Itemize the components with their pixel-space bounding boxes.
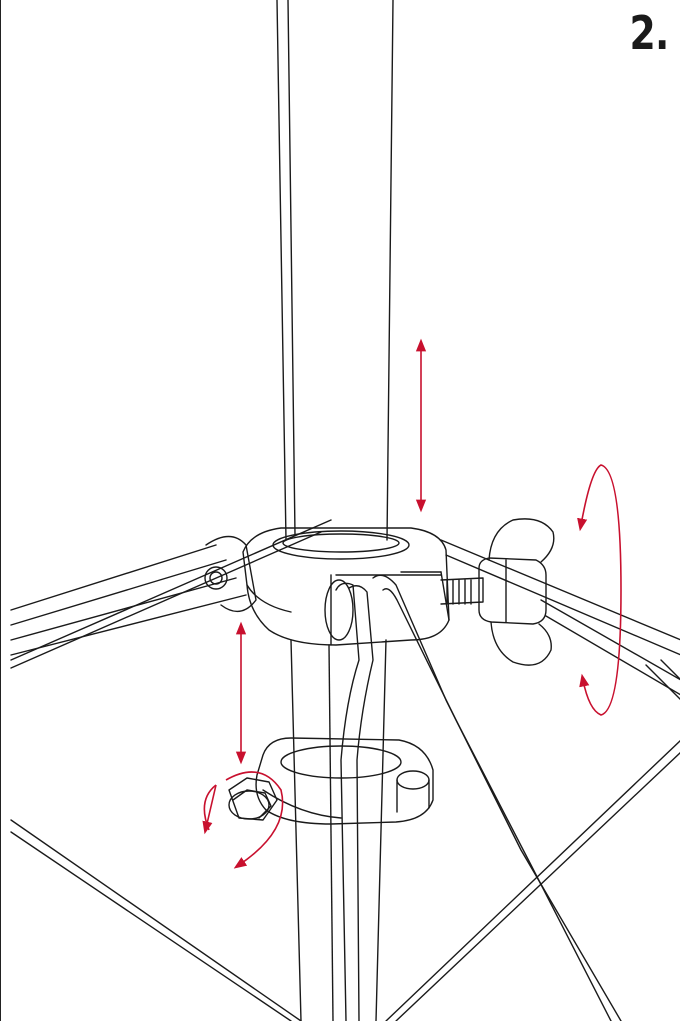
base-frame-lines (10, 519, 680, 1021)
upper-tube (276, 0, 394, 541)
brace-struts (335, 574, 622, 1021)
right-leg (440, 539, 680, 696)
hex-bolt (228, 777, 278, 821)
wing-nut (440, 518, 555, 666)
step-number-label: 2. (629, 6, 669, 60)
top-collar (242, 527, 450, 646)
left-leg (10, 535, 257, 656)
motion-arrows (202, 338, 622, 865)
lower-column (290, 639, 387, 1021)
wing-nut-rotation-arrow (577, 464, 622, 716)
